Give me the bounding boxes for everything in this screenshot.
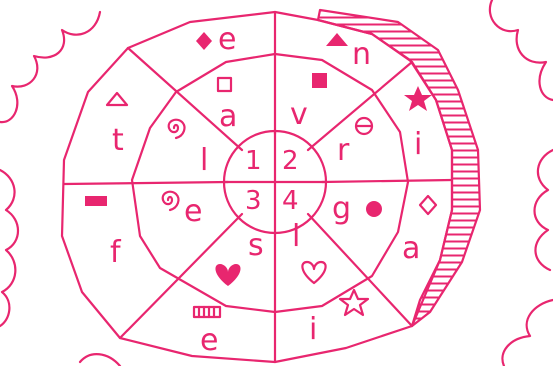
- heart-outline-icon: [302, 262, 325, 283]
- center-number-4: 4: [282, 186, 299, 216]
- inner-cell-r: r: [337, 118, 372, 168]
- diamond-filled-icon: [196, 32, 212, 50]
- right-cloud-decoration: [490, 0, 553, 366]
- inner-cell-e: e: [163, 192, 203, 229]
- outer-cell-e-bottom: e: [194, 307, 220, 358]
- diamond-outline-icon: [420, 196, 436, 214]
- inner-letter-e: e: [184, 194, 202, 229]
- center-hub: 1 2 3 4: [224, 131, 326, 233]
- inner-letter-s: s: [248, 228, 264, 263]
- inner-cell-a: a: [218, 78, 237, 134]
- outer-letter-i-right: i: [414, 127, 422, 162]
- center-number-2: 2: [282, 146, 299, 176]
- heart-filled-icon: [215, 264, 240, 286]
- outer-cell-f: f: [85, 196, 122, 270]
- center-number-3: 3: [245, 186, 262, 216]
- outer-letter-f: f: [110, 235, 122, 270]
- board-shadow-hatching: [318, 10, 480, 326]
- filled-rectangle-icon: [85, 196, 107, 206]
- spiral-icon: [163, 192, 179, 210]
- circle-filled-icon: [366, 201, 382, 217]
- outer-letter-a: a: [402, 231, 420, 266]
- outer-letter-e-bottom: e: [200, 323, 218, 358]
- outer-letter-n: n: [352, 37, 371, 72]
- inner-letter-v: v: [290, 97, 308, 132]
- outer-cell-i-bottom: i: [309, 290, 368, 347]
- inner-letter-l-left: l: [200, 143, 208, 178]
- outer-letter-e-top: e: [218, 22, 236, 57]
- inner-letter-l-right: l: [292, 219, 300, 254]
- outer-letter-t: t: [112, 123, 124, 158]
- star-filled-icon: [404, 86, 432, 111]
- inner-cell-l-spiral: l: [169, 120, 209, 178]
- inner-cell-s: s: [215, 228, 263, 286]
- inner-cell-g: g: [332, 191, 382, 226]
- spiral-icon: [169, 120, 185, 138]
- square-outline-icon: [218, 78, 231, 91]
- outer-cell-i-star: i: [404, 86, 432, 162]
- striped-rectangle-icon: [194, 307, 220, 317]
- inner-letter-g: g: [332, 191, 351, 226]
- inner-cell-v: v: [290, 73, 327, 132]
- outer-cell-a: a: [402, 196, 436, 266]
- left-cloud-decoration: [0, 12, 120, 366]
- center-number-1: 1: [245, 146, 262, 176]
- square-filled-icon: [312, 73, 327, 88]
- inner-letter-a: a: [219, 99, 237, 134]
- outer-cell-e-top: e: [196, 22, 236, 57]
- triangle-filled-icon: [326, 33, 348, 46]
- outer-cell-t: t: [107, 93, 127, 158]
- outer-letter-i-bottom: i: [309, 312, 317, 347]
- inner-letter-r: r: [337, 133, 350, 168]
- triangle-outline-icon: [107, 93, 127, 105]
